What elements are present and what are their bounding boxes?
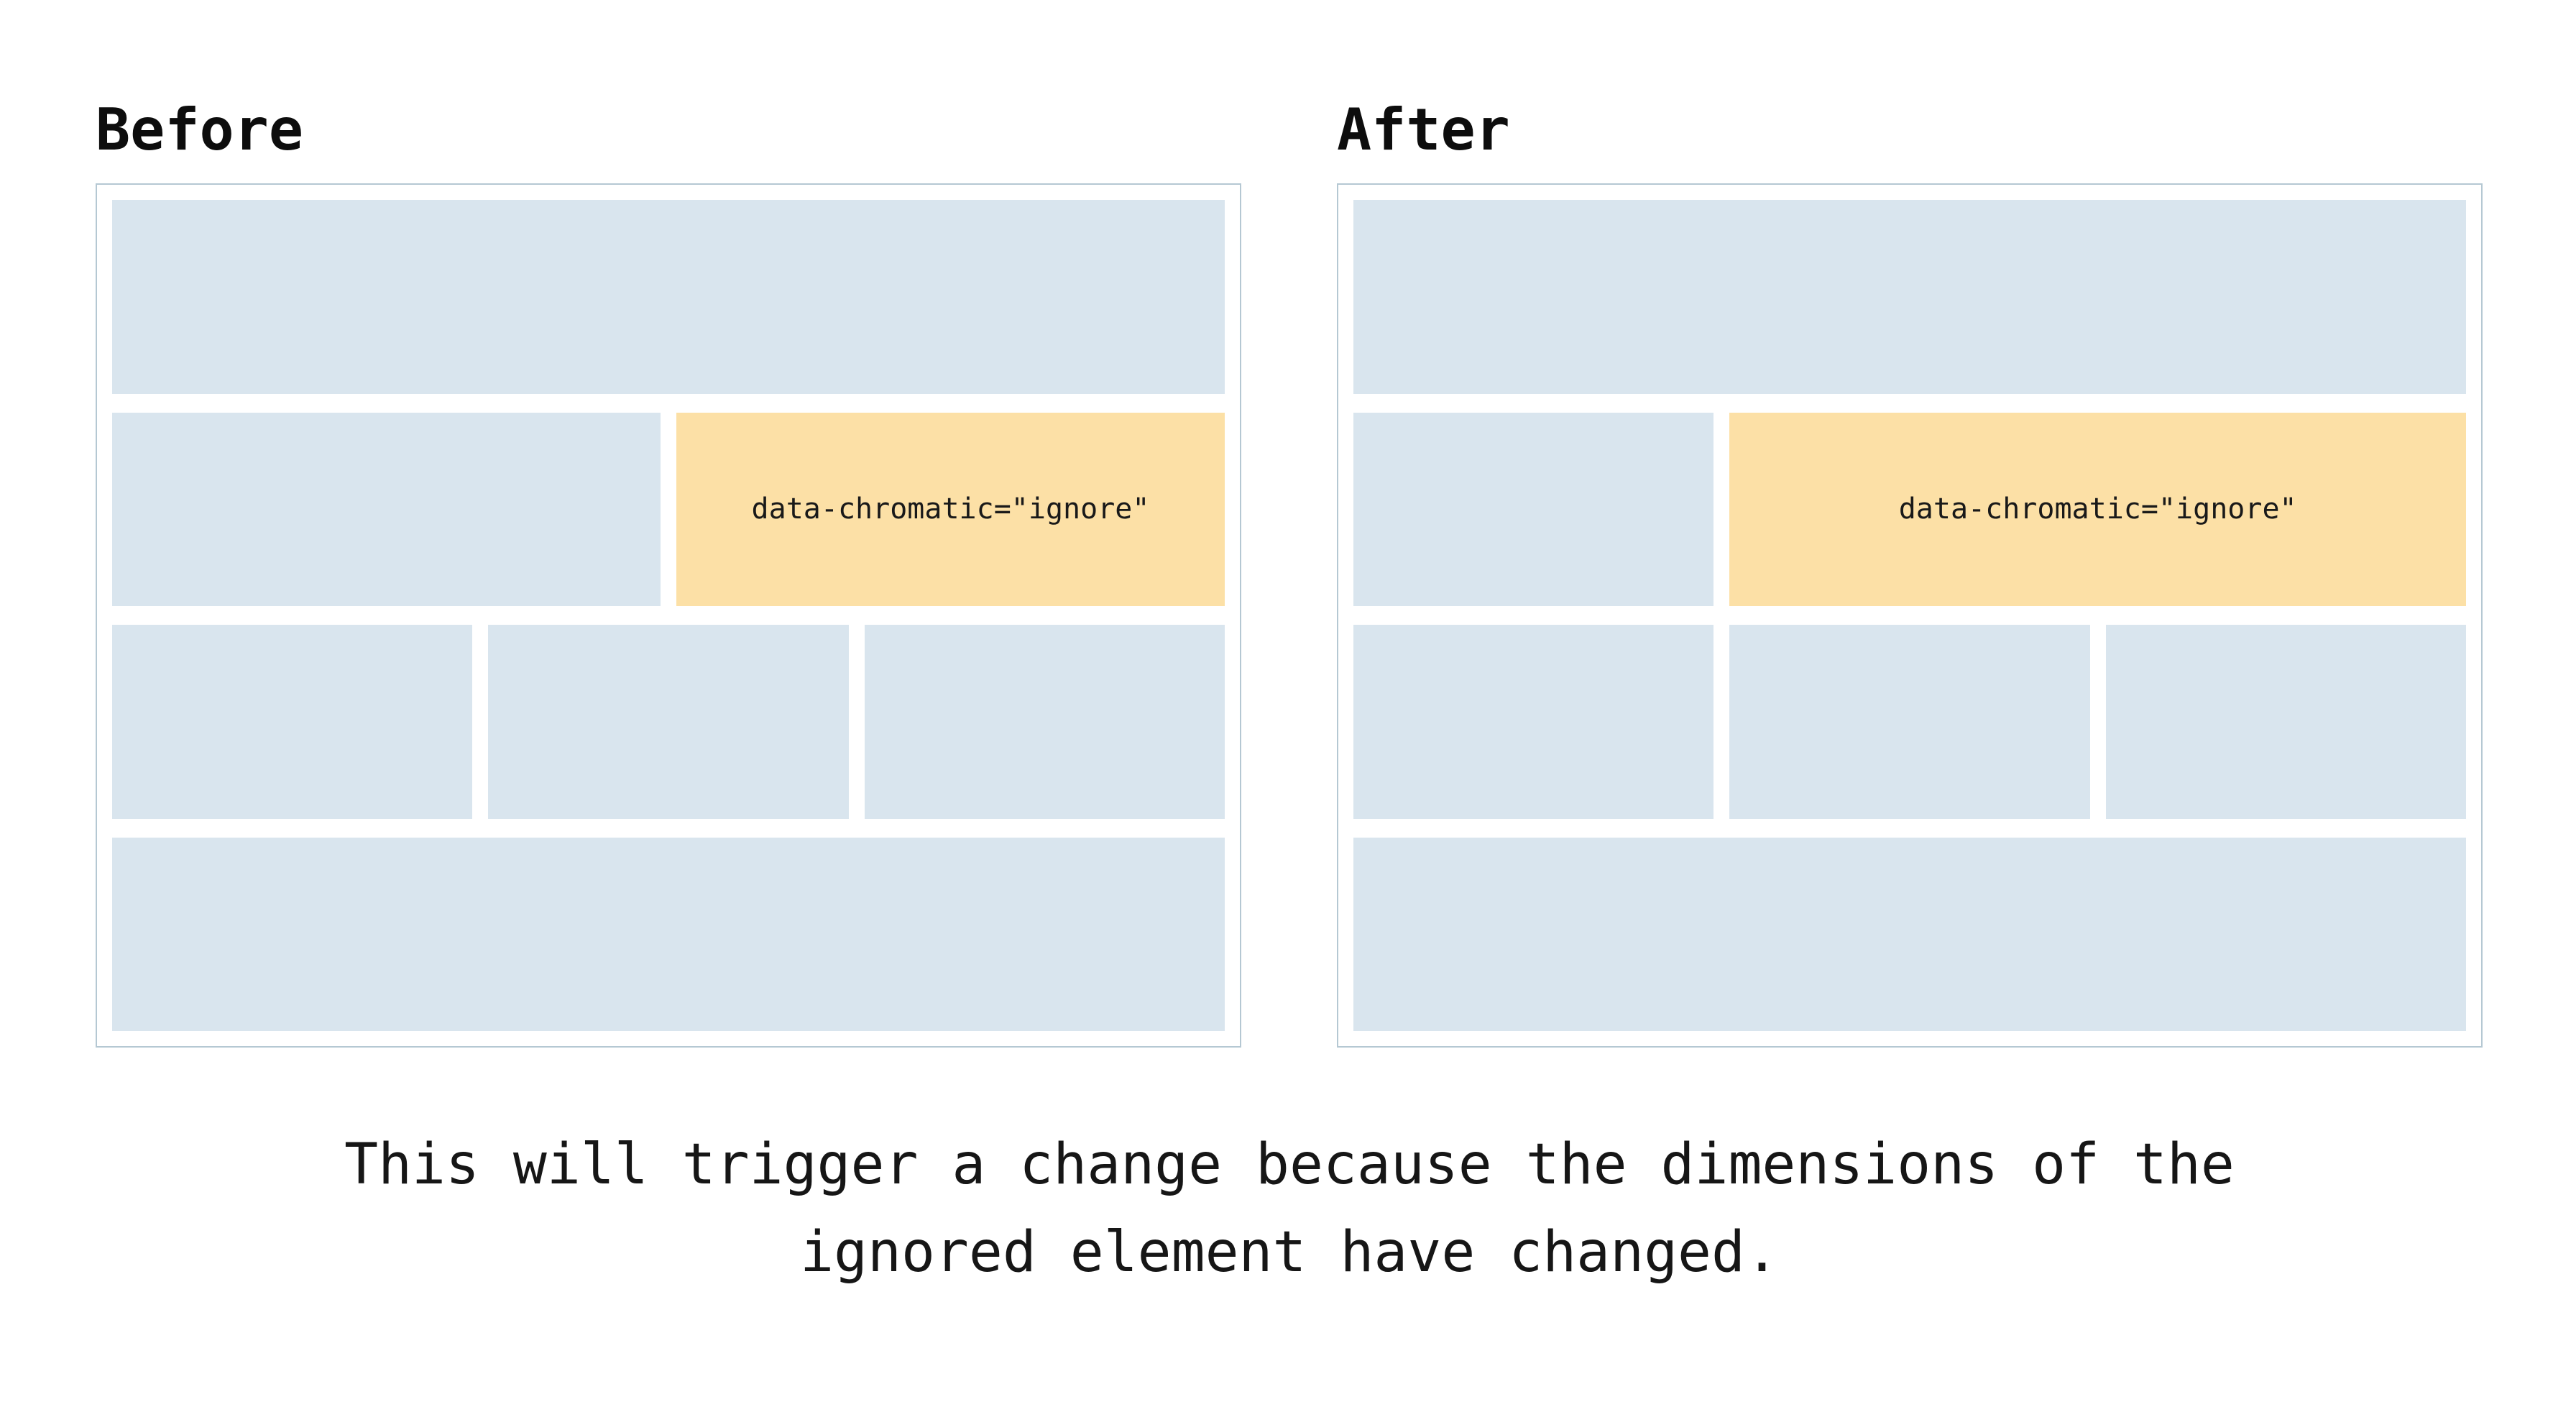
- before-columns-row: [112, 625, 1225, 819]
- before-wireframe-card: data-chromatic="ignore": [96, 183, 1241, 1048]
- footer-block: [112, 837, 1225, 1031]
- after-columns-row: [1353, 625, 2466, 819]
- ignore-attribute-label: data-chromatic="ignore": [751, 492, 1150, 526]
- after-footer-row: [1353, 837, 2466, 1031]
- before-header-row: [112, 200, 1225, 394]
- caption-line-1: This will trigger a change because the d…: [344, 1132, 2235, 1197]
- column-block-1: [1353, 625, 1714, 819]
- content-block: [112, 412, 661, 606]
- after-ignore-row: data-chromatic="ignore": [1353, 412, 2466, 606]
- before-ignore-row: data-chromatic="ignore": [112, 412, 1225, 606]
- column-block-3: [864, 625, 1225, 819]
- ignored-element-block: data-chromatic="ignore": [676, 412, 1225, 606]
- after-panel: After data-chromatic="ignore": [1337, 101, 2483, 1048]
- footer-block: [1353, 837, 2466, 1031]
- header-block: [1353, 200, 2466, 394]
- explanation-caption: This will trigger a change because the d…: [96, 1121, 2483, 1296]
- column-block-2: [488, 625, 849, 819]
- after-title: After: [1337, 96, 1510, 163]
- ignored-element-block: data-chromatic="ignore": [1729, 412, 2466, 606]
- before-after-columns: Before data-chromatic="ignore": [96, 101, 2483, 1048]
- before-title: Before: [96, 96, 303, 163]
- column-block-1: [112, 625, 473, 819]
- column-block-2: [1729, 625, 2090, 819]
- column-block-3: [2105, 625, 2466, 819]
- after-wireframe-card: data-chromatic="ignore": [1337, 183, 2483, 1048]
- before-footer-row: [112, 837, 1225, 1031]
- caption-line-2: ignored element have changed.: [800, 1220, 1779, 1285]
- before-panel: Before data-chromatic="ignore": [96, 101, 1241, 1048]
- header-block: [112, 200, 1225, 394]
- after-header-row: [1353, 200, 2466, 394]
- content-block: [1353, 412, 1714, 606]
- ignore-attribute-label: data-chromatic="ignore": [1898, 492, 2297, 526]
